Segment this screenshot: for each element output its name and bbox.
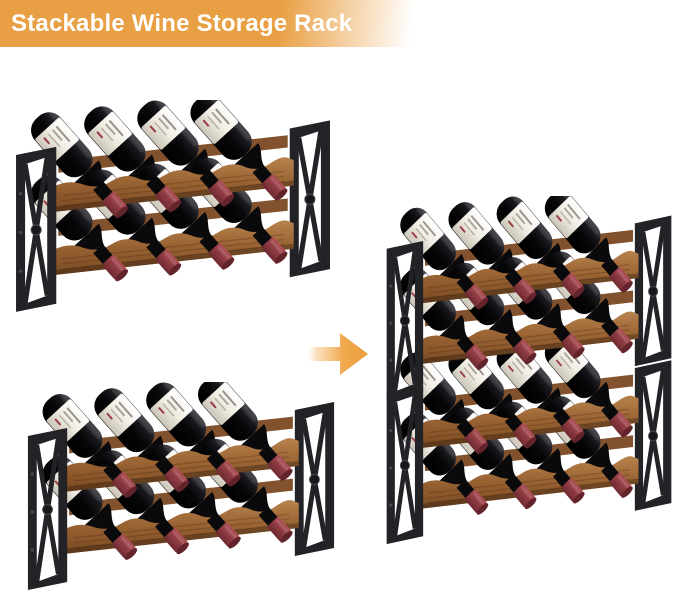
- wine-bottle: [504, 268, 537, 304]
- bottle-label: [548, 196, 588, 238]
- bottle-label: [141, 106, 185, 150]
- right-arrow-icon: [306, 333, 368, 375]
- wine-bottle: [553, 468, 585, 504]
- rack-unit: [27, 382, 335, 590]
- wine-bottle: [601, 401, 633, 438]
- wine-bottle: [258, 444, 293, 481]
- wine-bottle: [93, 181, 129, 219]
- wine-bottle: [456, 418, 489, 455]
- rack-unit: [386, 196, 672, 400]
- bottle-label: [88, 111, 132, 156]
- bottle-label: [452, 207, 492, 250]
- wine-bottle: [103, 523, 138, 560]
- wine-bottle: [601, 317, 633, 354]
- wine-bottle: [252, 226, 288, 264]
- wine-bottle: [456, 273, 489, 310]
- bottle-label: [202, 382, 245, 425]
- wine-bottle: [258, 506, 293, 543]
- bottle-label: [500, 201, 540, 244]
- wine-bottle: [206, 512, 241, 549]
- wine-bottle: [504, 413, 537, 449]
- title-banner: Stackable Wine Storage Rack: [0, 0, 436, 47]
- rack-unit: [386, 334, 672, 545]
- wine-bottle: [400, 206, 467, 284]
- wine-bottle: [146, 175, 182, 213]
- wine-bottle: [504, 328, 537, 365]
- rack-unit: [16, 100, 330, 312]
- bottle-label: [150, 387, 193, 431]
- wine-bottle: [553, 262, 585, 299]
- wine-bottle: [206, 450, 241, 487]
- wine-bottle: [155, 517, 189, 555]
- page-title: Stackable Wine Storage Rack: [11, 9, 353, 37]
- wine-bottle: [103, 461, 138, 498]
- wine-rack-bottom-left: [27, 382, 335, 590]
- wine-bottle: [448, 346, 515, 424]
- wine-bottle: [31, 111, 105, 192]
- wine-bottle: [93, 244, 129, 282]
- wine-bottle: [553, 407, 585, 443]
- wine-bottle: [601, 257, 633, 293]
- bottle-label: [194, 100, 239, 144]
- wine-rack-stacked-right: [386, 196, 672, 545]
- wine-bottle: [456, 334, 489, 370]
- wine-bottle: [252, 163, 288, 201]
- wine-bottle: [146, 238, 182, 276]
- wine-bottle: [199, 169, 235, 207]
- wine-bottle: [199, 232, 235, 270]
- wine-bottle: [601, 462, 633, 498]
- bottle-label: [98, 393, 141, 437]
- wine-bottle: [456, 479, 489, 515]
- wine-bottle: [504, 473, 537, 510]
- wine-rack-top-left: [16, 100, 330, 312]
- wine-bottle: [155, 455, 189, 493]
- wine-bottle: [553, 323, 585, 359]
- wine-bottle: [544, 196, 612, 268]
